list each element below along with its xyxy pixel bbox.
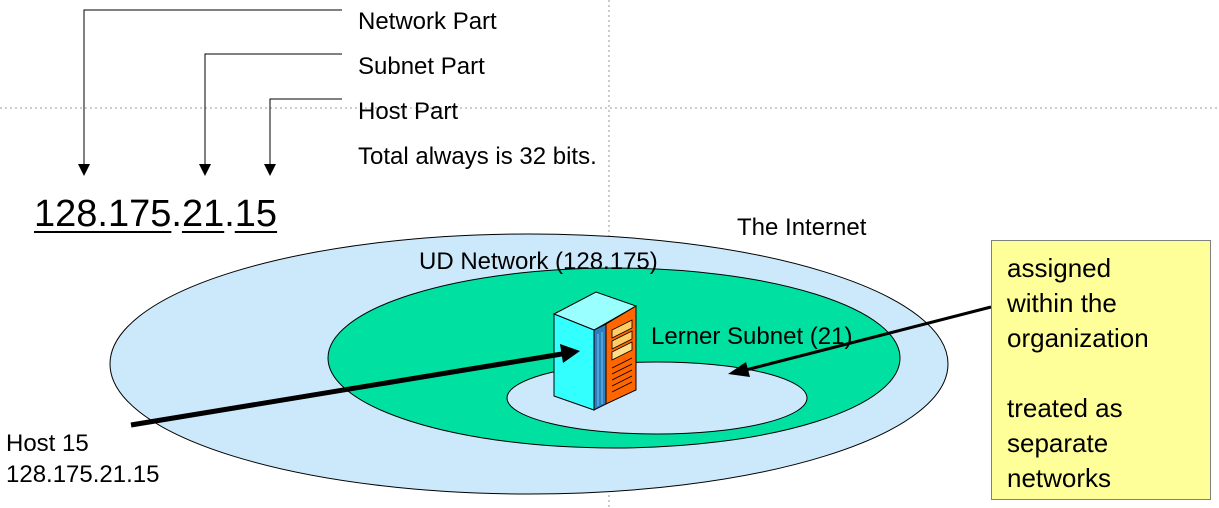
note-line: separate [1007,428,1109,458]
note-line: within the [1007,288,1117,318]
subnet-part-label: Subnet Part [358,53,485,80]
subnet-part-pointer [204,53,342,166]
note-spacer [1007,356,1200,391]
lerner-subnet-label: Lerner Subnet (21) [651,323,853,350]
internet-label: The Internet [737,214,867,241]
ip-dot: . [171,193,182,235]
host-address-label: 128.175.21.15 [6,461,160,488]
ip-subnet-segment: 21 [181,193,225,235]
host-part-pointer [269,98,342,166]
note-line: treated as [1007,393,1123,423]
ip-dot: . [224,193,235,235]
network-part-label: Network Part [358,8,497,35]
host-name-label: Host 15 [6,430,89,457]
note-line: networks [1007,463,1112,493]
note-line: assigned [1007,253,1112,283]
host-pointer-arrow [130,350,569,428]
ip-address: 128.175.21.15 [34,192,277,236]
network-part-pointer [83,9,342,166]
host-part-label: Host Part [358,98,459,125]
ip-network-segment: 128.175 [34,193,172,235]
ud-network-label: UD Network (128.175) [419,248,658,275]
note-box: assigned within the organization treated… [991,240,1211,500]
lerner-subnet-ellipse [506,361,808,435]
note-line: organization [1007,323,1149,353]
ip-host-segment: 15 [234,193,278,235]
total-bits-label: Total always is 32 bits. [358,143,597,170]
note-pointer-arrow [741,305,992,373]
server-tower-icon [552,291,638,411]
